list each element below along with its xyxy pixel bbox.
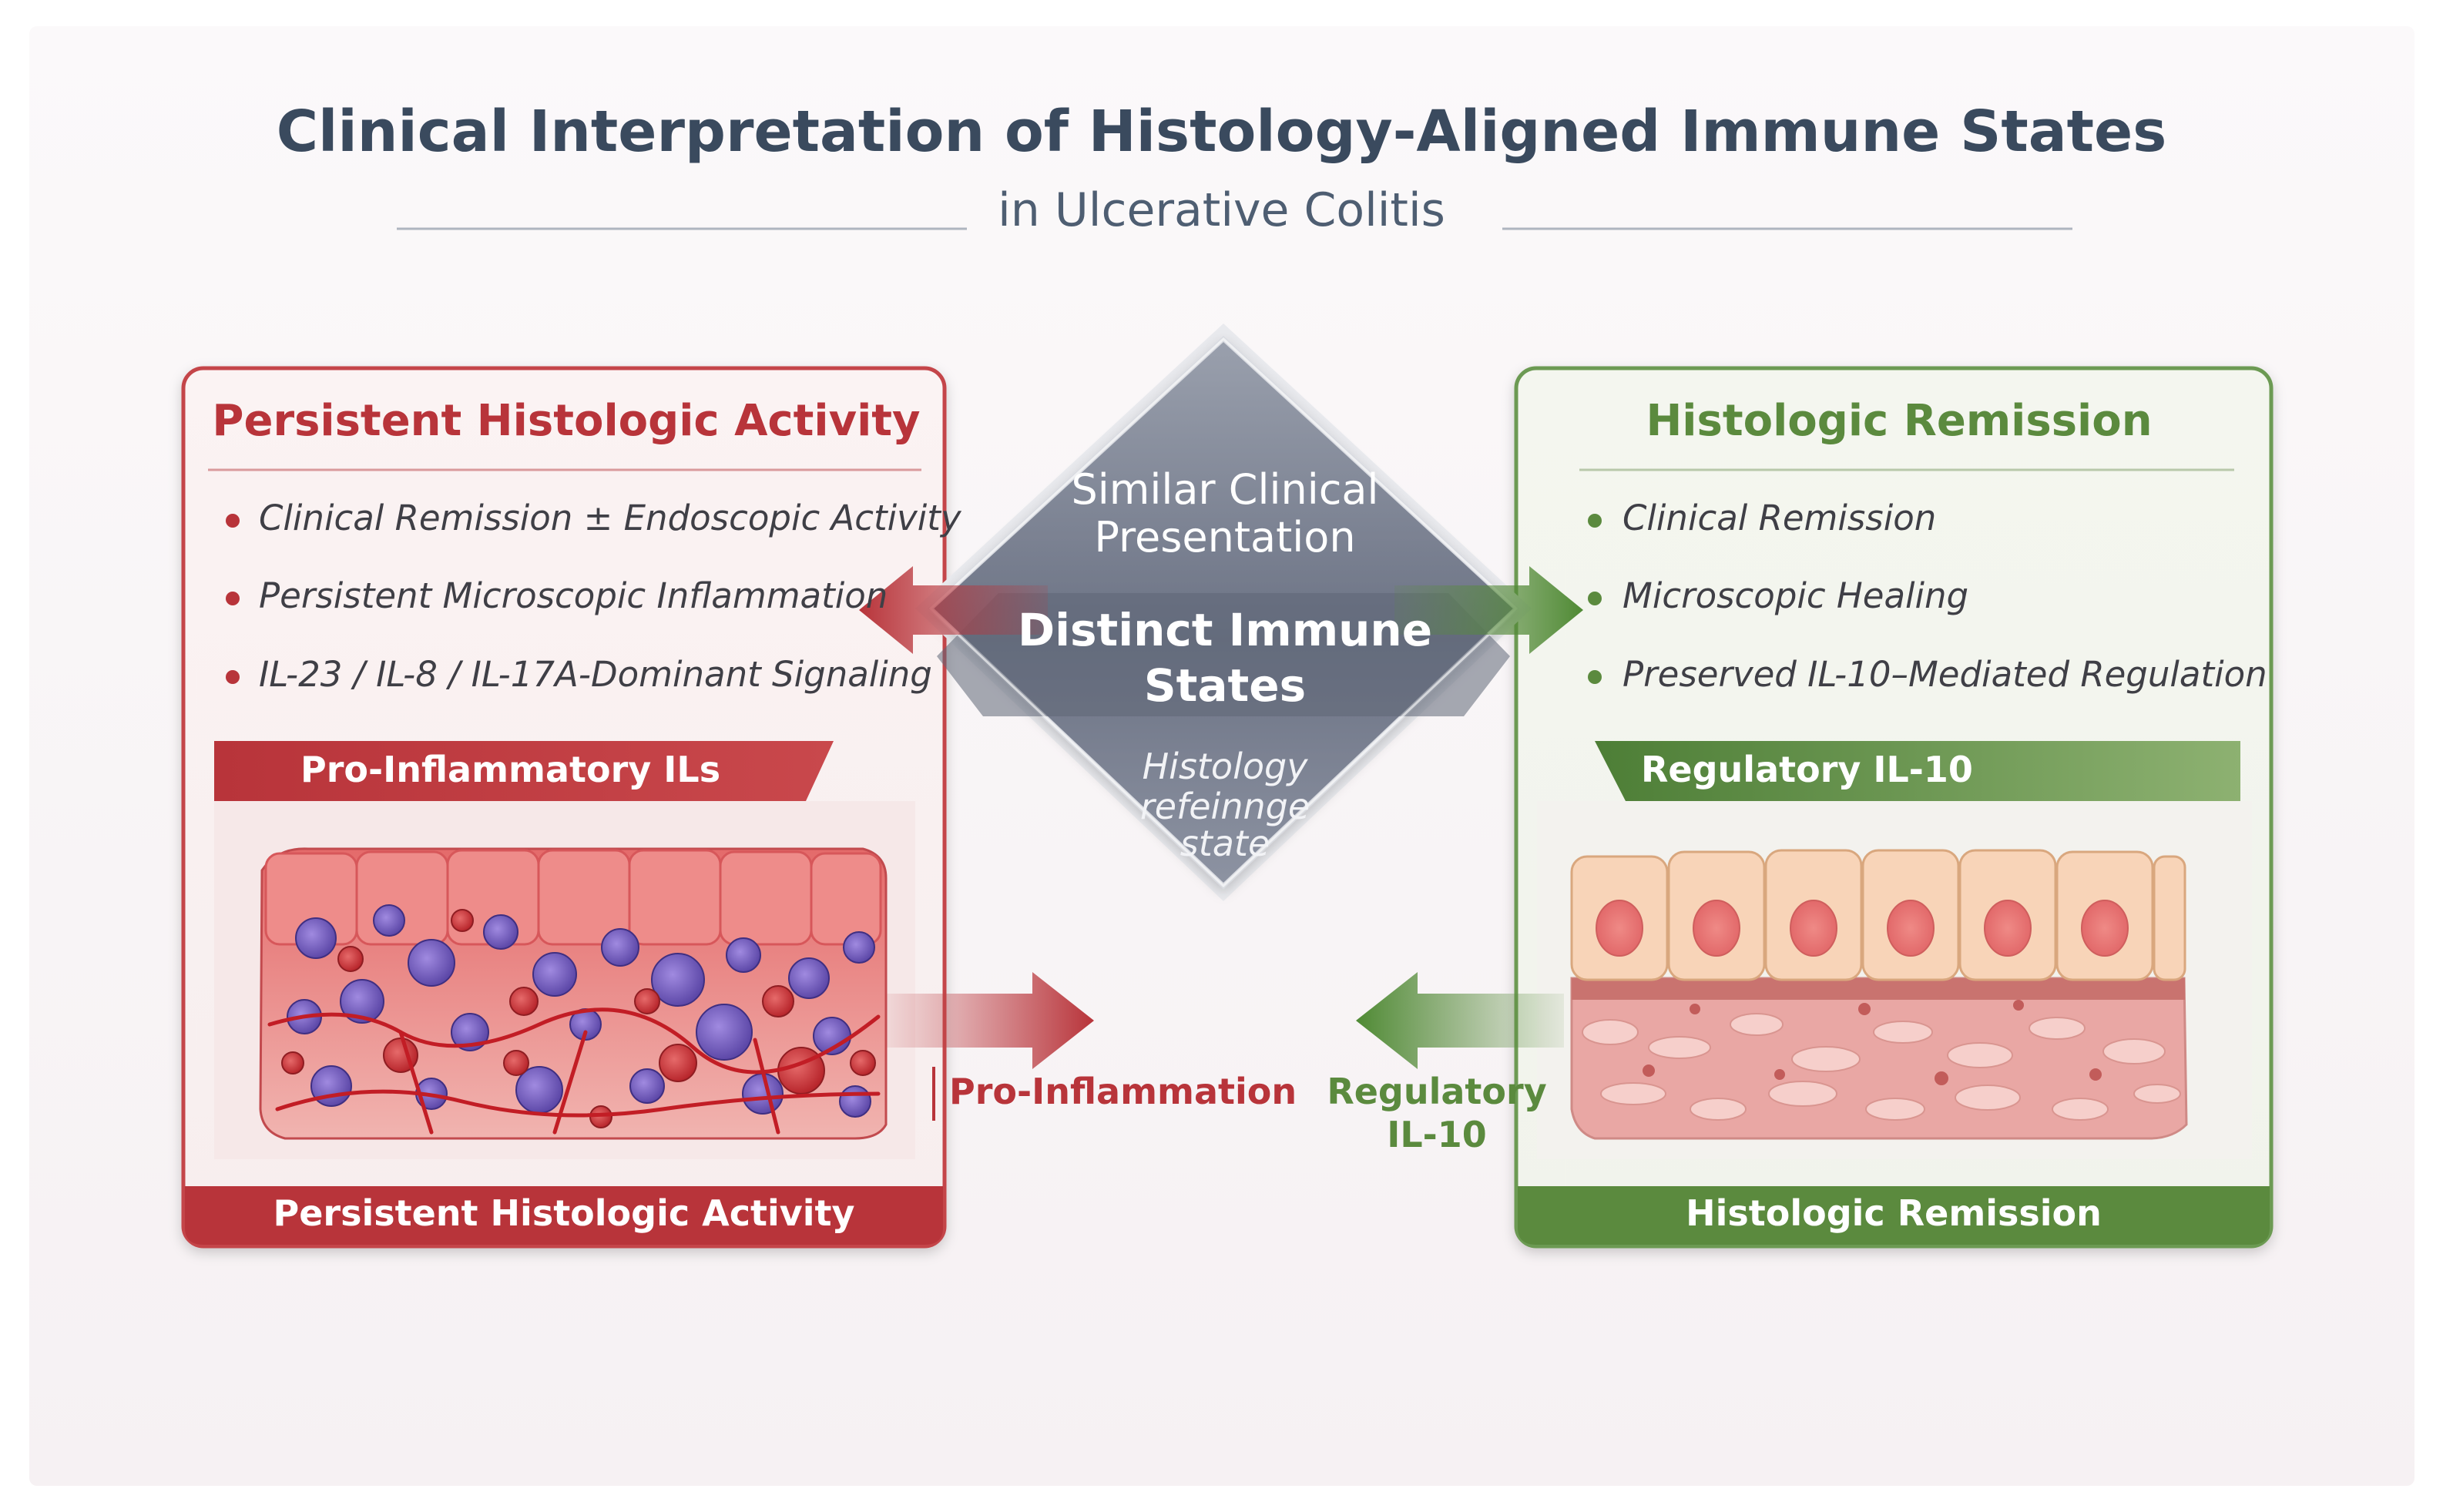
diamond-outline [928,337,1518,888]
diamond-center-band [937,593,1510,716]
diamond-top-line-2: Presentation [1094,513,1356,562]
right-band [1595,741,2240,801]
pro-inflammation-arrow [886,972,1094,1069]
diamond-top-line-1: Similar Clinical [1071,465,1379,514]
diamond-middle-line-2: States [1143,659,1307,712]
inflamed-tissue-illustration [259,847,888,1140]
right-footer-label: Histologic Remission [1686,1192,2102,1234]
diamond-bottom-line-1: Histology [1142,746,1308,787]
left-bullet-3: IL-23 / IL-8 / IL-17A-Dominant Signaling [259,654,932,695]
right-panel-title: Histologic Remission [1646,396,2153,446]
regulatory-label-line-1: Regulatory [1327,1071,1547,1112]
left-panel-title: Persistent Histologic Activity [212,396,921,446]
page-subtitle: in Ulcerative Colitis [998,183,1445,237]
left-bullet-2: Persistent Microscopic Inflammation [259,575,888,616]
regulatory-arrow [1356,972,1564,1069]
left-bullet-1: Clinical Remission ± Endoscopic Activity [259,498,961,538]
left-panel [181,366,1094,1249]
right-bullet-2: Microscopic Healing [1623,575,1969,616]
right-panel [1356,366,2274,1249]
pro-inflammation-label: Pro-Inflammation [949,1071,1297,1112]
right-bullet-3: Preserved IL-10–Mediated Regulation [1623,654,2267,695]
left-footer [185,1186,943,1245]
left-band [214,741,834,801]
center-arrow-right [1394,566,1583,654]
center-diamond [915,324,1532,901]
left-footer-label: Persistent Histologic Activity [273,1192,855,1234]
center-arrow-left [859,566,1048,654]
left-bullet-dot-1 [226,514,240,528]
left-bullet-dot-3 [226,670,240,684]
diamond-middle-line-1: Distinct Immune [1017,604,1433,656]
diamond-bottom-line-2: refeinnge [1139,786,1310,827]
right-footer [1518,1186,2270,1245]
healed-tissue-illustration [1570,849,2188,1140]
diamond-bottom-line-3: state [1180,823,1270,864]
right-band-label: Regulatory IL-10 [1641,749,1973,790]
right-bullet-1: Clinical Remission [1623,498,1937,538]
right-bullet-dot-2 [1588,592,1602,605]
right-bullet-dot-1 [1588,514,1602,528]
page-title: Clinical Interpretation of Histology-Ali… [276,99,2167,165]
right-bullet-dot-3 [1588,670,1602,684]
left-bullet-dot-2 [226,592,240,605]
left-band-label: Pro-Inflammatory ILs [300,749,721,790]
regulatory-label-line-2: IL-10 [1387,1114,1487,1155]
